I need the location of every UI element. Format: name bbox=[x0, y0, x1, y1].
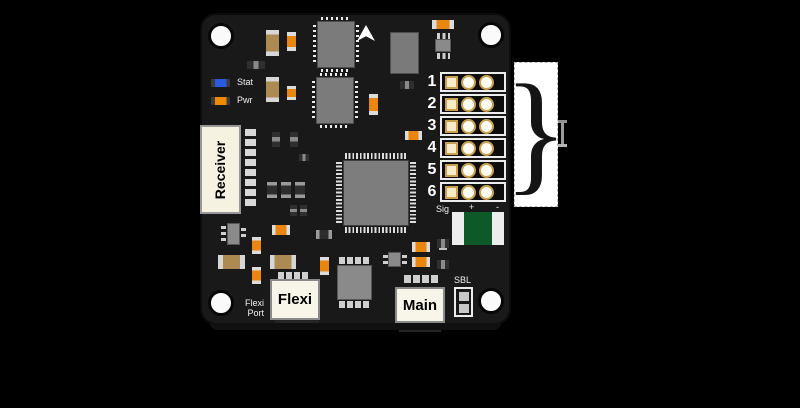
capacitor bbox=[405, 131, 422, 140]
pin-row: 5 bbox=[424, 160, 506, 180]
capacitor bbox=[266, 77, 279, 102]
ic-chip bbox=[313, 17, 359, 72]
pin-row: 3 bbox=[424, 116, 506, 136]
resistor bbox=[299, 154, 309, 161]
mounting-hole-bottom-right bbox=[478, 288, 504, 314]
resistor bbox=[300, 205, 307, 216]
main-connector-body bbox=[399, 323, 441, 332]
pin-strip bbox=[437, 33, 450, 39]
resistor bbox=[247, 61, 265, 69]
pin-number: 4 bbox=[427, 139, 437, 156]
capacitor bbox=[320, 257, 329, 275]
mcu-pins bbox=[410, 162, 416, 224]
resistor bbox=[267, 182, 277, 198]
main-connector: Main bbox=[395, 287, 445, 323]
capacitor bbox=[218, 255, 245, 269]
pwr-led bbox=[211, 97, 230, 105]
pin-number: 2 bbox=[427, 95, 437, 112]
capacitor bbox=[412, 257, 430, 267]
minus-label: - bbox=[496, 202, 499, 212]
component-module bbox=[390, 32, 419, 74]
sig-label: Sig bbox=[436, 204, 450, 214]
pin-pads bbox=[440, 138, 506, 158]
resistor bbox=[400, 81, 414, 89]
resistor bbox=[272, 132, 280, 147]
pin-row: 4 bbox=[424, 138, 506, 158]
flexi-connector: Flexi bbox=[270, 279, 320, 320]
capacitor bbox=[369, 94, 378, 115]
ic-pads bbox=[339, 301, 369, 308]
pin-pads bbox=[440, 160, 506, 180]
capacitor bbox=[287, 86, 296, 100]
resistor bbox=[437, 260, 449, 269]
capacitor bbox=[252, 267, 261, 284]
capacitor bbox=[266, 30, 279, 56]
pin-number: 3 bbox=[427, 117, 437, 134]
resistor bbox=[437, 239, 449, 248]
pin-number: 6 bbox=[427, 183, 437, 200]
servo-pin-header: 1 2 3 4 5 6 bbox=[424, 72, 506, 202]
pin-number: 1 bbox=[427, 73, 437, 90]
main-pads bbox=[404, 275, 438, 283]
capacitor bbox=[252, 237, 261, 254]
orientation-arrow-icon bbox=[357, 25, 375, 41]
receiver-pads bbox=[245, 129, 256, 206]
flexi-port-label: Flexi Port bbox=[244, 298, 264, 318]
pin-strip bbox=[402, 255, 407, 265]
pin-number: 5 bbox=[427, 161, 437, 178]
receiver-label: Receiver bbox=[212, 140, 229, 199]
resistor bbox=[290, 205, 297, 216]
mounting-hole-top-left bbox=[208, 23, 234, 49]
mounting-hole-top-right bbox=[478, 22, 504, 48]
pin-strip bbox=[241, 228, 246, 240]
capacitor bbox=[287, 32, 296, 51]
transistor bbox=[227, 223, 240, 245]
pin-pads bbox=[440, 94, 506, 114]
mcu-pins bbox=[345, 153, 407, 159]
pin-strip bbox=[383, 255, 388, 265]
pin-strip bbox=[221, 226, 226, 242]
mcu-pins bbox=[345, 227, 407, 233]
resistor bbox=[290, 132, 298, 147]
resistor bbox=[316, 230, 332, 239]
mounting-hole-bottom-left bbox=[208, 290, 234, 316]
sbl-pads bbox=[454, 287, 473, 317]
flexi-connector-body bbox=[275, 320, 319, 330]
flexi-pads bbox=[278, 272, 308, 279]
tantalum-capacitor bbox=[452, 212, 504, 245]
capacitor bbox=[272, 225, 290, 235]
mcu-pins bbox=[336, 162, 342, 224]
pin-row: 1 bbox=[424, 72, 506, 92]
pwr-led-label: Pwr bbox=[237, 95, 253, 105]
pcb-board: Stat Pwr Receiver 1 bbox=[200, 13, 511, 332]
ic-pads bbox=[339, 257, 369, 264]
capacitor bbox=[270, 255, 296, 269]
pin-pads bbox=[440, 182, 506, 202]
main-connector-label: Main bbox=[402, 296, 438, 314]
pin-row: 6 bbox=[424, 182, 506, 202]
mcu-chip bbox=[343, 160, 409, 226]
pin-strip bbox=[437, 53, 450, 59]
brace-annotation[interactable]: } bbox=[503, 57, 569, 207]
text-cursor-icon bbox=[556, 120, 569, 147]
transistor bbox=[388, 252, 401, 267]
pin-row: 2 bbox=[424, 94, 506, 114]
resistor bbox=[281, 182, 291, 198]
flexi-connector-label: Flexi bbox=[277, 291, 313, 308]
plus-label: + bbox=[469, 202, 475, 212]
capacitor bbox=[432, 20, 454, 29]
sbl-label: SBL bbox=[454, 275, 472, 285]
ic-chip bbox=[312, 73, 358, 128]
transistor bbox=[435, 39, 451, 52]
pin-pads bbox=[440, 72, 506, 92]
pin-pads bbox=[440, 116, 506, 136]
resistor bbox=[295, 182, 305, 198]
stat-led-label: Stat bbox=[237, 77, 254, 87]
receiver-connector: Receiver bbox=[200, 125, 241, 214]
capacitor bbox=[412, 242, 430, 252]
stat-led bbox=[211, 79, 230, 87]
ic-chip bbox=[337, 265, 372, 300]
